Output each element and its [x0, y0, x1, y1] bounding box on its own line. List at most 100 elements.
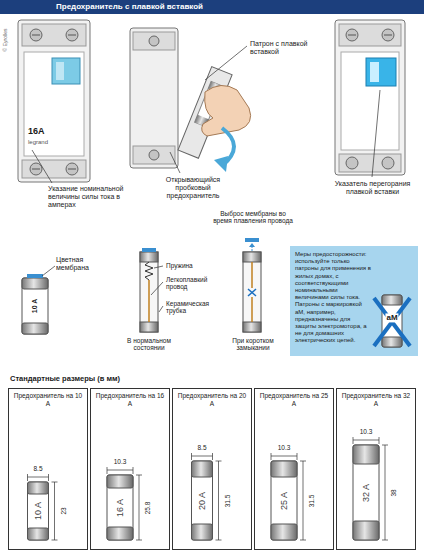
- dimension-tick: [353, 437, 354, 444]
- rating-text: 16A: [28, 126, 45, 136]
- part-label: Легкоплавкий провод: [166, 276, 221, 291]
- dimension-tick: [52, 482, 58, 483]
- watermark: © Eyrolles: [3, 29, 9, 52]
- fuse-drawing: [107, 467, 142, 540]
- dimension-value: 8.5: [33, 465, 42, 472]
- fuse-cap: [192, 524, 213, 540]
- dimension-value: 38: [390, 489, 397, 496]
- cell-heading: Предохранитель на 25 A: [255, 389, 333, 408]
- dimension-line: [28, 477, 49, 478]
- part-label: Выброс мембраны во время плавления прово…: [213, 210, 293, 225]
- fuse-body: [192, 461, 213, 540]
- cell-heading: Предохранитель на 32 A: [337, 389, 415, 408]
- dimension-value: 10.3: [114, 458, 127, 465]
- cartridge-body: [382, 295, 402, 347]
- part-label: Указание номинальной величины силы тока …: [48, 185, 128, 209]
- fuse-cap: [107, 475, 133, 488]
- dimension-tick: [212, 453, 213, 460]
- size-cell: Предохранитель на 16 A: [90, 388, 170, 550]
- dimension-tick: [27, 474, 28, 481]
- fuse-cap: [353, 521, 379, 540]
- fuse-cap: [28, 482, 49, 494]
- cell-heading: Предохранитель на 20 A: [173, 389, 251, 408]
- dimension-tick: [379, 437, 380, 444]
- dimension-tick: [382, 540, 388, 541]
- dimension-line: [385, 445, 386, 540]
- breaker-right: [335, 20, 405, 175]
- fuse-cartridge: [22, 274, 48, 334]
- title-text: Предохранитель с плавкой вставкой: [0, 0, 424, 14]
- brand-text: legrand: [28, 139, 48, 146]
- state-caption: При коротком замыкании: [220, 337, 286, 352]
- dimension-tick: [300, 540, 306, 541]
- size-cell: Предохранитель на 32 A: [336, 388, 416, 550]
- warning-text: Меры предосторожности: используйте тольк…: [295, 251, 371, 344]
- dimension-value: 23: [60, 507, 67, 514]
- size-cell: Предохранитель на 20 A: [172, 388, 252, 550]
- section-heading: Стандартные размеры (в мм): [10, 375, 120, 384]
- dimension-tick: [382, 445, 388, 446]
- state-caption: В нормальном состоянии: [118, 337, 180, 352]
- fuse-rating: 10 A: [33, 502, 43, 520]
- dimension-value: 10.3: [360, 428, 373, 435]
- dimension-tick: [216, 540, 222, 541]
- cartridge-cap: [382, 337, 402, 347]
- dimension-line: [107, 470, 133, 471]
- part-label: Патрон с плавкой вставкой: [250, 40, 328, 56]
- dimension-value: 10.3: [278, 444, 291, 451]
- cross-mark: [374, 298, 410, 346]
- cartridge-mark: aM: [385, 313, 398, 322]
- dimension-tick: [48, 474, 49, 481]
- dimension-line: [271, 456, 297, 457]
- dimension-value: 31.5: [308, 494, 315, 507]
- dimension-line: [303, 461, 304, 540]
- dimension-line: [353, 440, 379, 441]
- cell-heading: Предохранитель на 16 A: [91, 389, 169, 408]
- fuse-rating: 10 A: [31, 299, 39, 314]
- fuse-rating: 25 A: [279, 491, 289, 509]
- dimension-value: 8.5: [197, 444, 206, 451]
- dimension-line: [192, 456, 213, 457]
- fuse-cap: [353, 445, 379, 464]
- fuse-drawing: [353, 437, 388, 540]
- fuse-cap: [192, 461, 213, 477]
- fuse-drawing: [271, 453, 306, 540]
- fuse-cap: [28, 528, 49, 540]
- size-cell: Предохранитель на 25 A: [254, 388, 334, 550]
- fuse-drawing: [192, 453, 222, 540]
- size-cell: Предохранитель на 10 A: [8, 388, 88, 550]
- dimension-tick: [297, 453, 298, 460]
- part-label: Керамическая трубка: [166, 300, 221, 315]
- dimension-tick: [133, 467, 134, 474]
- breaker-open: [130, 28, 251, 172]
- warning-box: Меры предосторожности: используйте тольк…: [290, 246, 418, 356]
- cross-mark: [374, 298, 410, 346]
- part-label: Открывающийся пробковый предохранитель: [148, 176, 238, 200]
- dimension-tick: [300, 461, 306, 462]
- dimension-value: 25.8: [144, 501, 151, 514]
- breaker-left: [18, 20, 90, 182]
- fuse-drawing: [28, 474, 58, 540]
- part-label: Указатель перегорания плавкой вставки: [325, 180, 420, 196]
- fuse-rating: 32 A: [361, 483, 371, 501]
- dimension-tick: [52, 540, 58, 541]
- dimension-line: [218, 461, 219, 540]
- fuse-rating: 16 A: [115, 498, 125, 516]
- cartridge-cap: [382, 295, 402, 305]
- fuse-cap: [271, 524, 297, 540]
- fuse-body: [107, 475, 133, 540]
- fuse-cap: [107, 527, 133, 540]
- dimension-line: [139, 475, 140, 540]
- dimension-tick: [216, 461, 222, 462]
- cell-heading: Предохранитель на 10 A: [9, 389, 87, 408]
- fuse-body: [271, 461, 297, 540]
- dimension-tick: [107, 467, 108, 474]
- fuse-body: [353, 445, 379, 540]
- dimension-tick: [136, 540, 142, 541]
- dimension-value: 31.5: [224, 494, 231, 507]
- dimension-tick: [271, 453, 272, 460]
- part-label: Пружина: [166, 262, 193, 269]
- dimension-tick: [191, 453, 192, 460]
- fuse-cap: [271, 461, 297, 477]
